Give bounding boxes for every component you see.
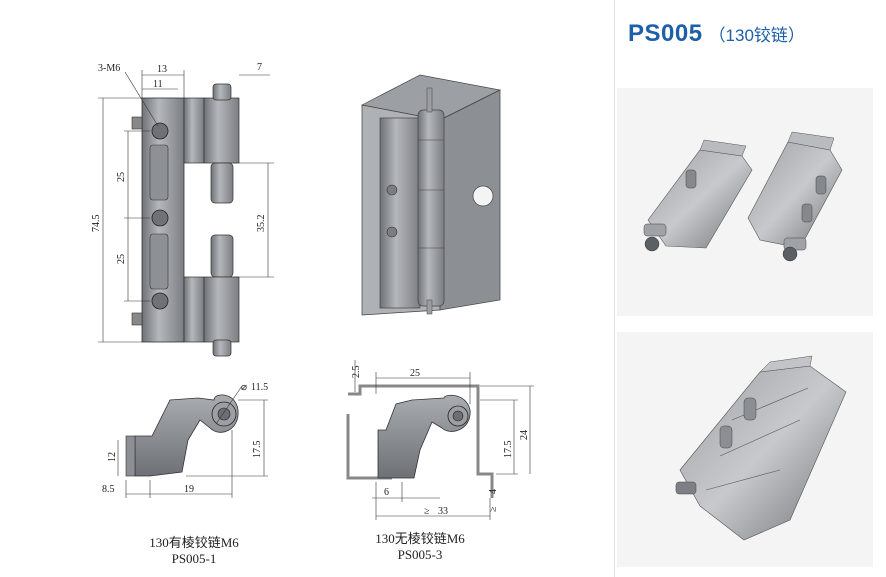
dim-33: 33 [438,506,448,517]
caption-ps005-1: 130有棱铰链M6 PS005-1 [114,535,274,567]
product-code: PS005 [628,20,703,47]
dim-25: 25 [410,368,420,379]
product-title: PS005 （130铰链） [628,20,805,48]
dim-2-5: 2.5 [351,366,362,379]
dim-7: 7 [257,62,262,73]
front-view-drawing: 3-M6 13 11 7 74.5 25 25 35.2 [91,62,274,357]
dim-11: 11 [153,79,163,90]
dim-ge-symbol: ≥ [424,506,430,517]
knuckle-3d [417,109,445,307]
dim-25-b: 25 [116,254,127,264]
product-photo-1 [617,88,873,316]
panel-divider [614,0,615,577]
dim-35-2: 35.2 [256,215,267,233]
dim-11-5: 11.5 [251,382,268,393]
dim-24: 24 [519,430,530,440]
dim-12: 12 [107,452,118,462]
hinge-pair-photo [643,131,843,262]
hinge-single-photo [675,355,847,541]
caption-ps005-3: 130无棱铰链M6 PS005-3 [340,531,500,563]
dim-17-5: 17.5 [252,441,263,459]
dim-6: 6 [384,487,389,498]
dim-17-5-b: 17.5 [503,441,514,459]
hinge-3d-render [360,74,502,316]
dim-4: 4 [488,489,499,494]
mounting-hole [151,292,169,310]
dim-8-5: 8.5 [102,484,115,495]
side-view-ps005-3: 2.5 25 17.5 24 6 33 ≥ 4 ≥ [346,360,534,520]
dim-holes: 3-M6 [98,63,120,74]
mounting-hole [151,209,169,227]
dim-13: 13 [157,64,167,75]
caption-ps005-1-code: PS005-1 [171,551,217,566]
dim-25-a: 25 [116,172,127,182]
caption-ps005-3-name: 130无棱铰链M6 [375,531,465,546]
dim-diameter: ⌀ [241,382,247,393]
mounting-hole [151,122,169,140]
dim-74-5: 74.5 [91,215,102,233]
technical-drawing-panel [0,0,614,577]
caption-ps005-3-code: PS005-3 [397,547,443,562]
hinge-pin-bottom [210,234,234,278]
dim-19: 19 [184,484,194,495]
hinge-pin-top [210,162,234,204]
product-subtitle: （130铰链） [708,26,805,45]
dim-ge-symbol-2: ≥ [488,506,499,512]
caption-ps005-1-name: 130有棱铰链M6 [149,535,239,550]
side-view-ps005-1: ⌀ 11.5 12 17.5 8.5 19 [102,382,268,498]
